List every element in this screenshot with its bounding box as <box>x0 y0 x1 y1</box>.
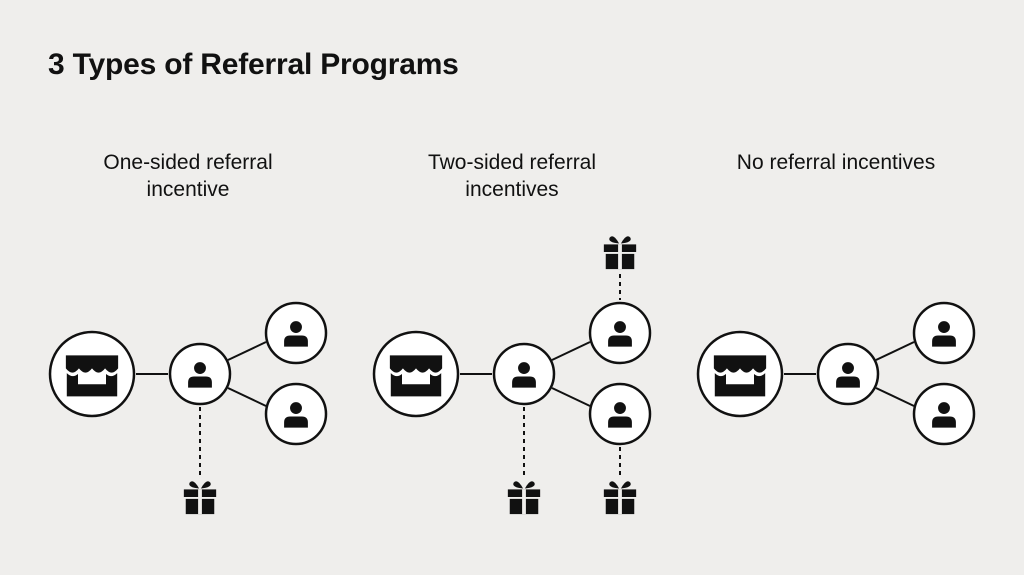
connector-line <box>875 387 915 407</box>
business-node <box>48 330 136 418</box>
connector-line <box>875 341 915 361</box>
connector-line <box>227 341 267 361</box>
page-title: 3 Types of Referral Programs <box>48 48 459 81</box>
connector-line <box>551 341 591 361</box>
referrer-node <box>816 342 880 406</box>
referred-node <box>264 301 328 365</box>
gift-icon <box>183 481 217 515</box>
referred-node <box>912 301 976 365</box>
panel-title-one-sided: One-sided referral incentive <box>103 151 273 201</box>
panel-title-two-sided: Two-sided referral incentives <box>427 151 597 201</box>
referrer-node <box>492 342 556 406</box>
referred-node <box>912 382 976 446</box>
panel-two-sided <box>372 236 652 515</box>
business-node <box>372 330 460 418</box>
connector-line <box>551 387 591 407</box>
connector-line <box>227 387 267 407</box>
panel-title-no-incentive: No referral incentives <box>736 151 936 174</box>
referred-node <box>588 301 652 365</box>
business-node <box>696 330 784 418</box>
gift-icon <box>603 236 637 270</box>
referrer-node <box>168 342 232 406</box>
referred-node <box>264 382 328 446</box>
panel-no-incentive <box>696 301 976 446</box>
panel-one-sided <box>48 301 328 515</box>
gift-icon <box>603 481 637 515</box>
gift-icon <box>507 481 541 515</box>
referred-node <box>588 382 652 446</box>
